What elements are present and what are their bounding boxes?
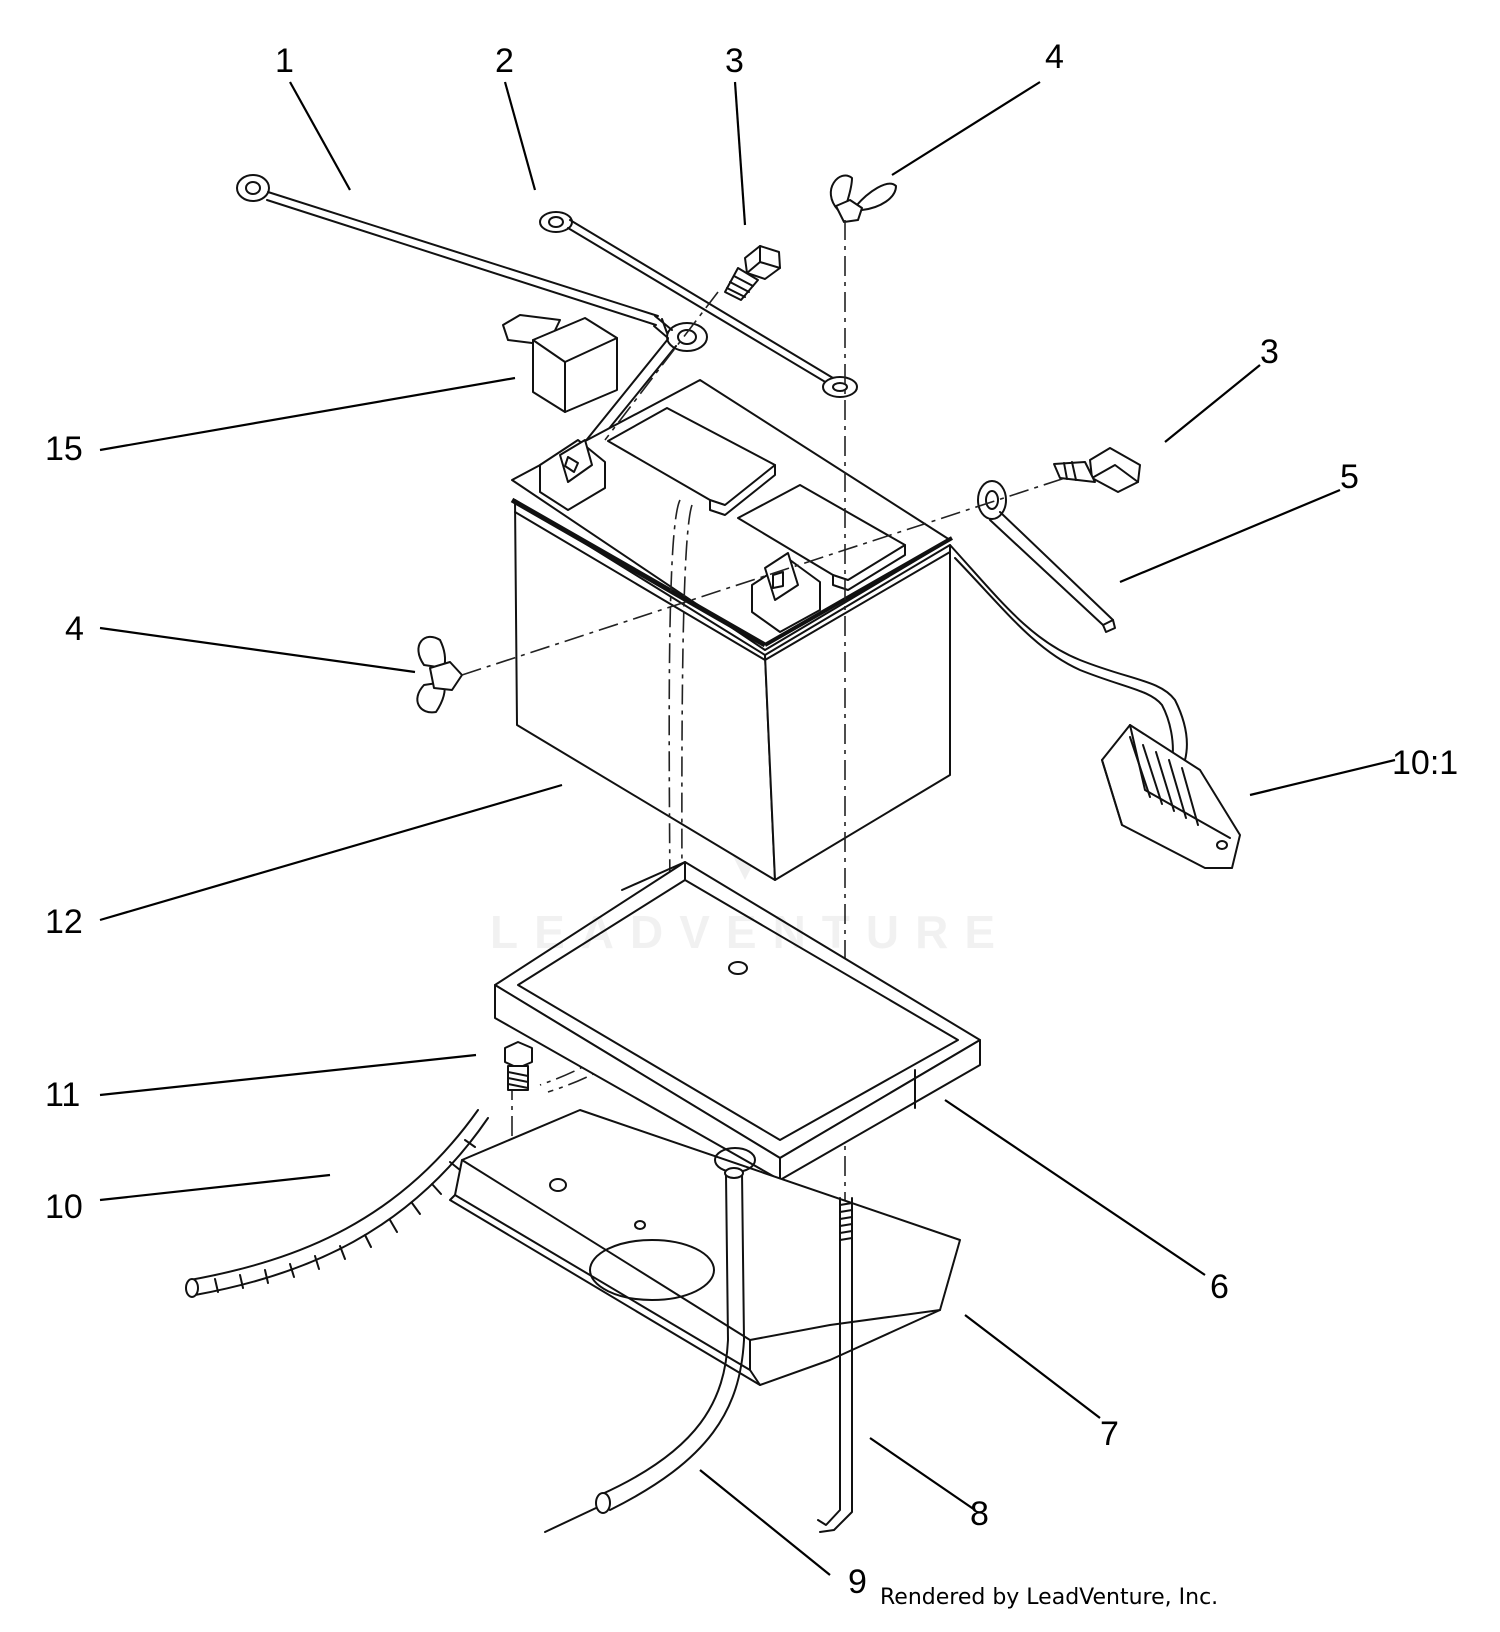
callout-10-1: 10:1 (1392, 744, 1459, 782)
callout-10: 10 (45, 1188, 83, 1226)
part-15-terminal-cover (502, 314, 618, 413)
part-9-hose (544, 1167, 745, 1533)
part-4-wing-nut-left (416, 635, 463, 714)
callout-4-left: 4 (65, 610, 84, 648)
callout-11: 11 (45, 1076, 81, 1114)
callout-6: 6 (1210, 1268, 1229, 1306)
watermark-text: LEADVENTURE (490, 906, 1012, 958)
callout-12: 12 (45, 903, 83, 941)
callout-7: 7 (1100, 1415, 1119, 1453)
callout-3-top: 3 (725, 42, 744, 80)
part-4-wing-nut-top (829, 174, 897, 223)
callout-9: 9 (848, 1563, 867, 1601)
part-2-ground-cable (539, 211, 858, 398)
part-1-battery-cable (236, 174, 708, 453)
callout-3-right: 3 (1260, 333, 1279, 371)
part-6-battery-tray (494, 861, 981, 1181)
part-10-spiral-wrap (185, 1109, 489, 1298)
callout-5: 5 (1340, 458, 1359, 496)
part-7-mounting-plate (449, 1109, 961, 1386)
part-8-j-bolt (817, 1197, 853, 1533)
part-5-short-cable (977, 480, 1116, 633)
callout-8: 8 (970, 1495, 989, 1533)
callout-4-top: 4 (1045, 38, 1064, 76)
callout-2: 2 (495, 42, 514, 80)
credit-text: Rendered by LeadVenture, Inc. (880, 1585, 1219, 1610)
callout-15: 15 (45, 430, 83, 468)
leader-lines (99, 81, 1396, 1576)
part-3-bolt-top (724, 245, 781, 301)
part-3-bolt-right (1053, 447, 1141, 493)
part-10-1-fuse-holder (949, 544, 1241, 869)
callout-1: 1 (275, 42, 294, 80)
part-12-battery (510, 379, 953, 881)
